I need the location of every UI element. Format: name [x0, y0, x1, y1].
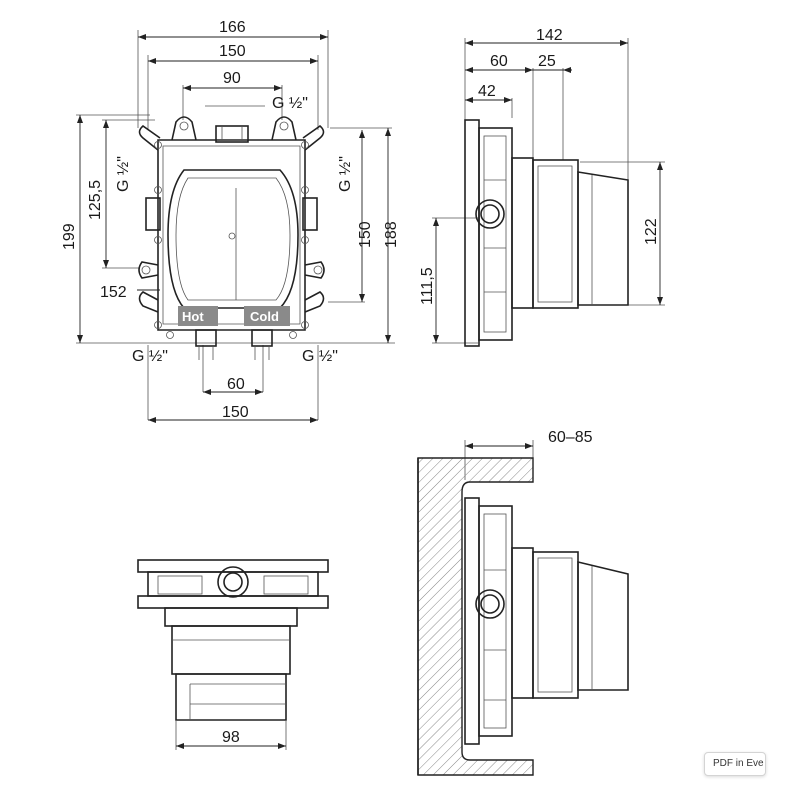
bottom-view: 98: [137, 559, 329, 750]
side-body: [464, 119, 629, 347]
install-arrowheads: [465, 443, 533, 449]
dim-depth-total: 142: [536, 27, 563, 44]
side-view: 142 60 25 42 111,5 122: [419, 27, 665, 347]
thread-top: G ½": [272, 95, 308, 112]
dim-frame-width: 150: [219, 43, 246, 60]
install-view: 60–85: [417, 429, 629, 776]
dim-height-overall: 199: [61, 223, 78, 250]
dim-width-body: 98: [222, 729, 240, 746]
dim-bottom-width: 150: [222, 404, 249, 421]
wall-section: [417, 457, 534, 776]
dim-height-frame-right: 150: [357, 221, 374, 248]
front-extension-lines: [76, 30, 395, 420]
thread-right: G ½": [337, 156, 354, 192]
side-arrowheads: [433, 40, 663, 343]
dim-depth-box: 60: [490, 53, 508, 70]
front-view: Hot Cold 166 150 90 G ½" 199 125,5 G ½" …: [61, 19, 400, 423]
dim-depth-flange: 42: [478, 83, 496, 100]
dim-bottom-spacing: 60: [227, 376, 245, 393]
cold-label: Cold: [250, 309, 279, 324]
front-dimension-lines: [79, 36, 389, 421]
dim-inner-width: 90: [223, 70, 241, 87]
dim-height-overall-right: 188: [383, 221, 400, 248]
side-dimension-lines: [435, 42, 661, 343]
dim-diagonal: 152: [100, 284, 127, 301]
thread-left: G ½": [115, 156, 132, 192]
dim-height-outlet: 111,5: [419, 267, 436, 305]
dim-overall-width: 166: [219, 19, 246, 36]
bottom-extension-lines: [175, 720, 287, 750]
thread-bottom-right: G ½": [302, 348, 338, 365]
dim-depth-step: 25: [538, 53, 556, 70]
hot-label: Hot: [182, 309, 204, 324]
side-extension-lines: [432, 38, 665, 344]
dim-height-inlet: 125,5: [87, 180, 104, 220]
thread-bottom-left: G ½": [132, 348, 168, 365]
dim-height-body: 122: [643, 218, 660, 245]
dim-install-depth: 60–85: [548, 429, 593, 446]
install-body: [464, 497, 629, 745]
mounting-box: Hot Cold: [138, 116, 325, 360]
pdf-badge[interactable]: PDF in Eve: [704, 752, 766, 776]
bottom-arrowheads: [176, 743, 286, 749]
bottom-body: [137, 559, 329, 721]
front-arrowheads: [77, 34, 391, 423]
